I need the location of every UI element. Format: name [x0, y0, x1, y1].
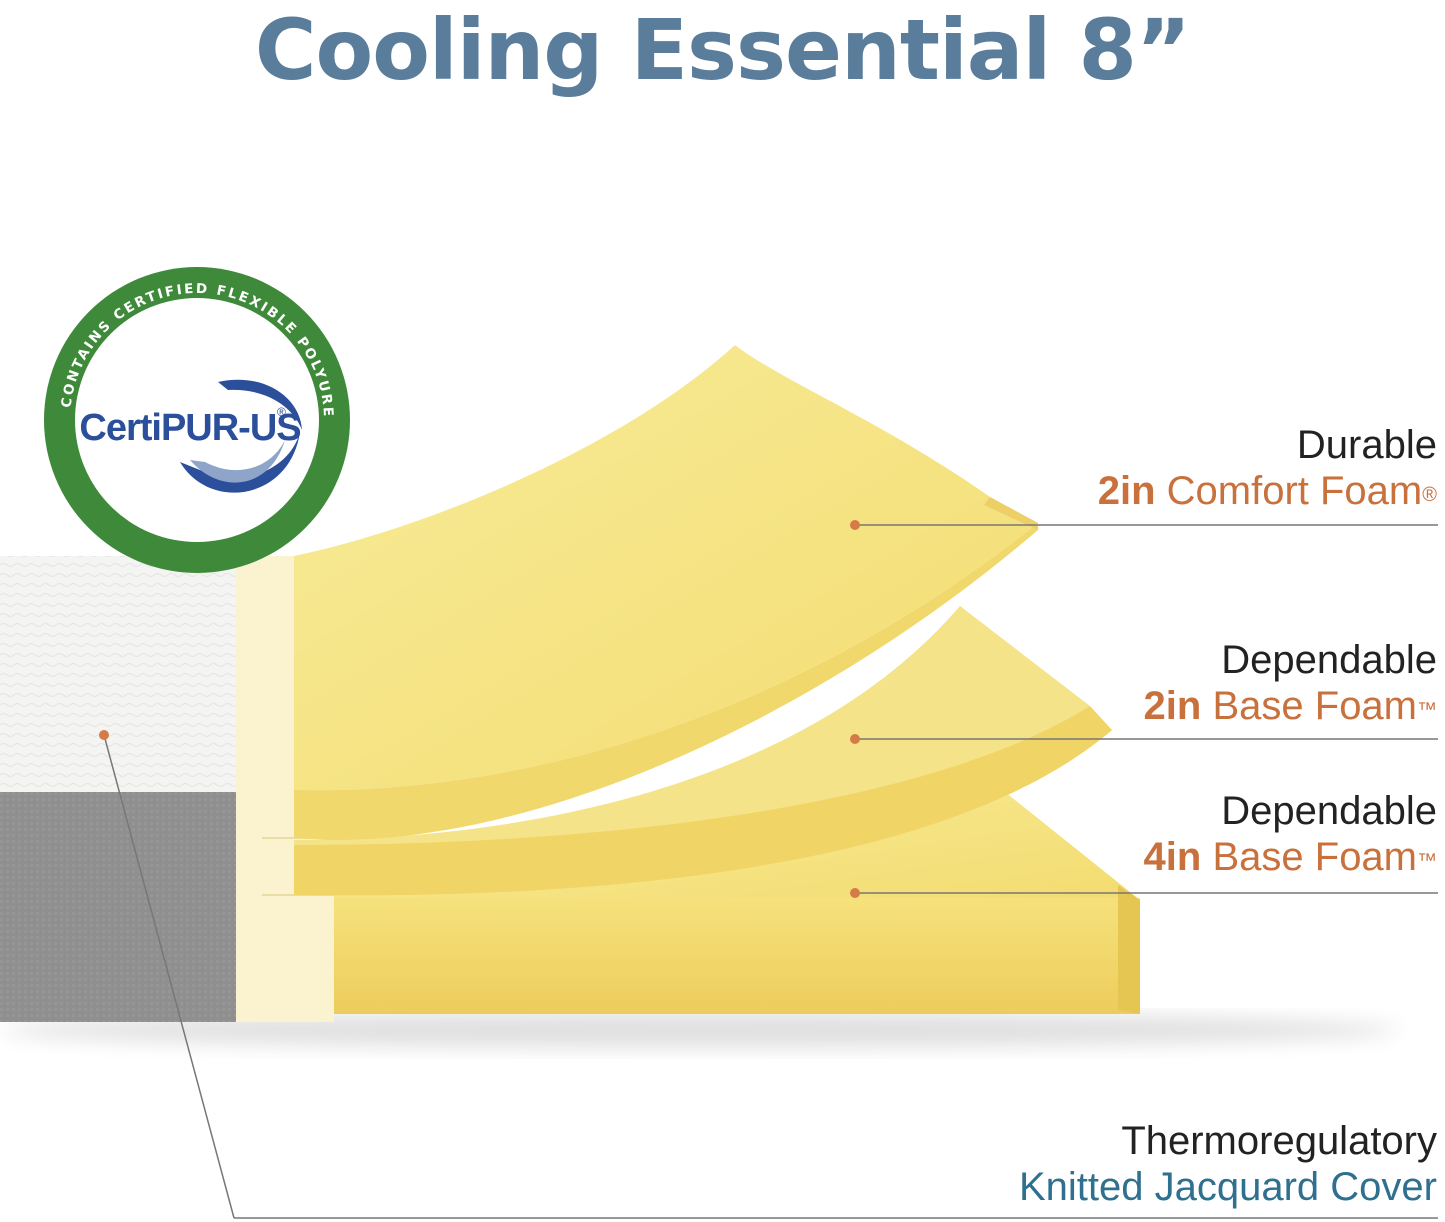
certipur-badge: CONTAINS CERTIFIED FLEXIBLE POLYURETHANE… [0, 0, 350, 573]
cover-marker-dot [99, 730, 109, 740]
layer-descriptor: Dependable [1221, 789, 1437, 833]
layer-name: Base Foam [1212, 684, 1417, 728]
base-shadow [0, 1012, 1400, 1048]
layer-thickness: 2in [1143, 684, 1202, 728]
trademark-mark: ™ [1417, 850, 1437, 872]
layer-thickness: 2in [1097, 469, 1156, 513]
badge-registered-mark: ® [277, 405, 286, 419]
base4-marker-dot [850, 888, 860, 898]
base-foam-2in [294, 606, 1112, 896]
layer-name: Comfort Foam [1166, 469, 1423, 513]
label-comfort-foam: Durable 2in Comfort Foam® [1098, 422, 1437, 514]
layer-descriptor: Durable [1296, 423, 1437, 467]
layer-descriptor: Dependable [1221, 638, 1437, 682]
label-base-foam-4in: Dependable 4in Base Foam™ [1144, 788, 1437, 880]
base2-marker-dot [850, 734, 860, 744]
cover-side [0, 792, 262, 1022]
cover-leader-line [103, 734, 235, 1219]
badge-brand: CertiPUR-US [79, 407, 300, 449]
layer-thickness: 4in [1143, 835, 1202, 879]
label-cover: Thermoregulatory Knitted Jacquard Cover [1019, 1118, 1437, 1210]
cover-descriptor: Thermoregulatory [1121, 1119, 1437, 1163]
cover-name: Knitted Jacquard Cover [1018, 1165, 1437, 1209]
comfort-marker-dot [850, 520, 860, 530]
layer-name: Base Foam [1212, 835, 1417, 879]
comfort-foam-2in [294, 345, 1038, 841]
page-title: Cooling Essential 8” [254, 1, 1191, 99]
trademark-mark: ® [1422, 484, 1437, 506]
label-base-foam-2in: Dependable 2in Base Foam™ [1144, 637, 1437, 729]
cover-top [0, 556, 258, 794]
trademark-mark: ™ [1417, 699, 1437, 721]
